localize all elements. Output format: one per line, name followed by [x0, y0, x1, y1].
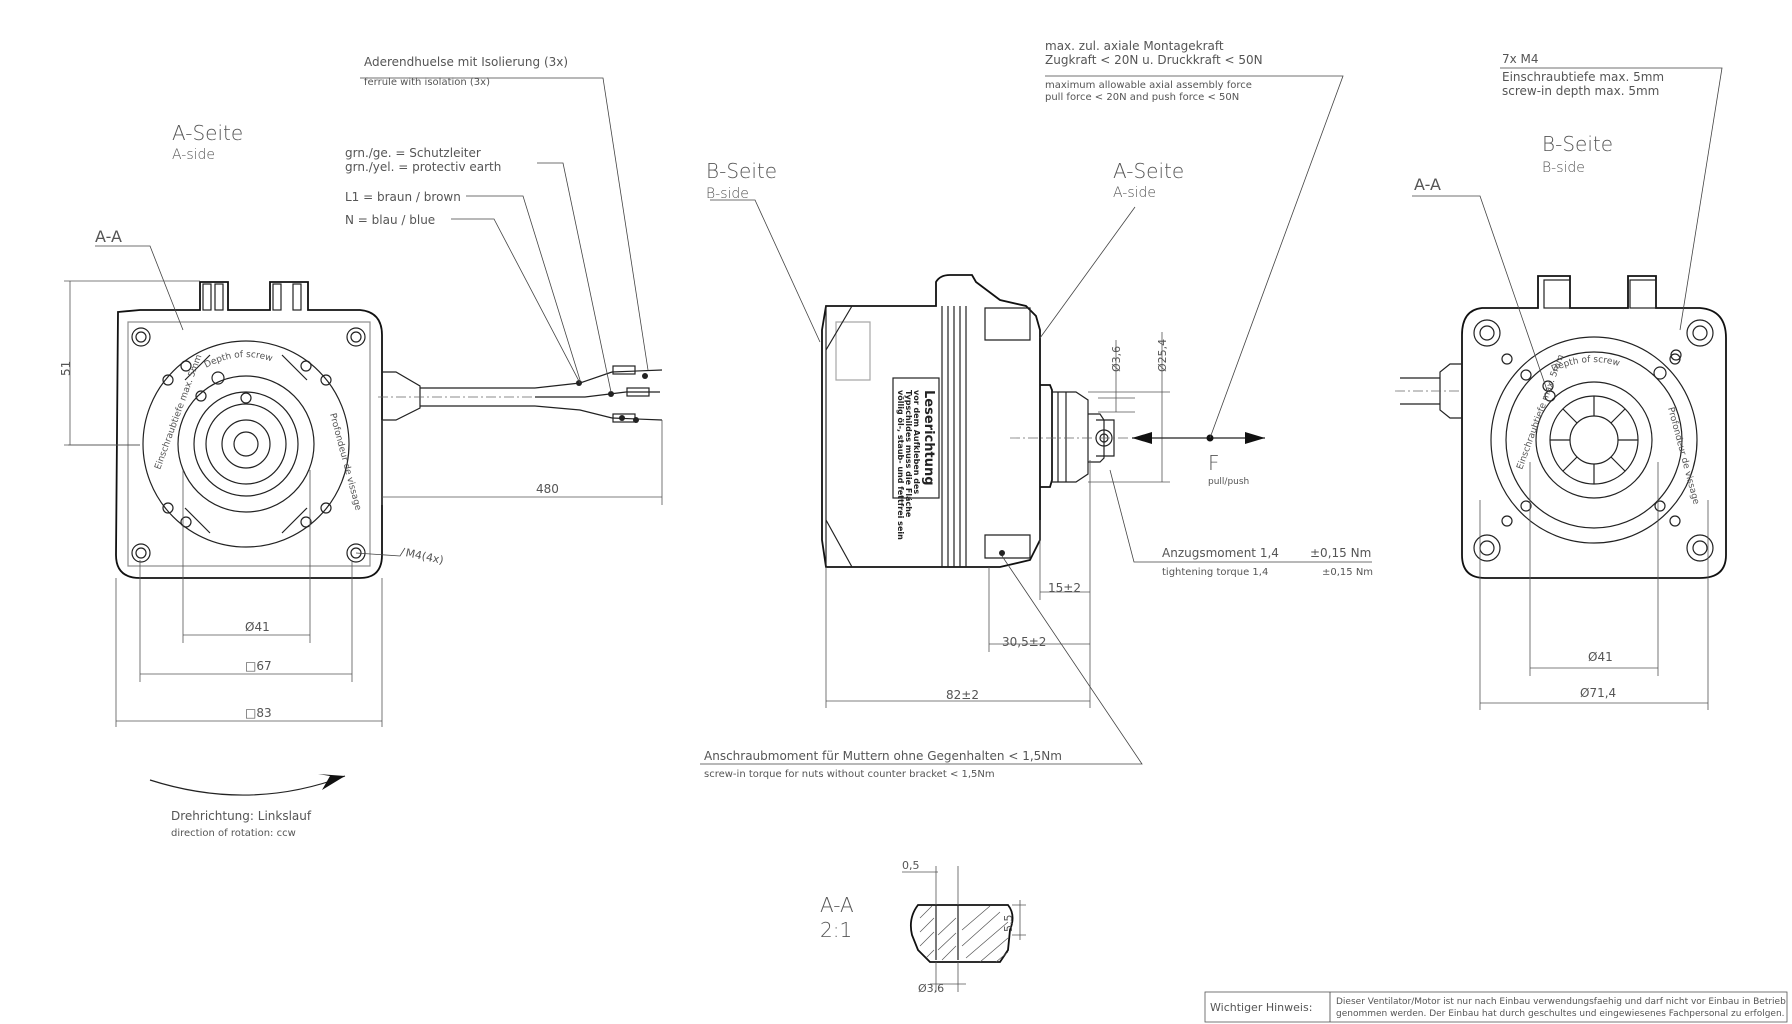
rear-side-title-en: B-side	[1542, 160, 1585, 176]
dim-rear-d714: Ø71,4	[1580, 686, 1616, 700]
nut-torque-de: Anschraubmoment für Muttern ohne Gegenha…	[704, 749, 1062, 763]
front-housing	[115, 281, 383, 579]
axial-force-en-1: maximum allowable axial assembly force	[1045, 80, 1252, 91]
wire-pe-en: grn./yel. = protectiv earth	[345, 160, 501, 174]
notice-line2: genommen werden. Der Einbau hat durch ge…	[1336, 1009, 1785, 1019]
side-body	[821, 274, 1041, 568]
force-arrow-left-icon	[1132, 432, 1152, 444]
svg-text:vor dem Aufkleben des: vor dem Aufkleben des	[912, 390, 921, 494]
torque-en-tol: ±0,15 Nm	[1322, 567, 1373, 578]
torque-de: Anzugsmoment 1,4	[1162, 546, 1279, 560]
side-b-title-en: B-side	[706, 186, 749, 202]
section-detail	[902, 866, 1026, 992]
rotation-en: direction of rotation: ccw	[171, 828, 296, 839]
rotation-de: Drehrichtung: Linkslauf	[171, 809, 312, 823]
type-label-box	[892, 377, 940, 499]
axial-force-en-2: pull force < 20N and push force < 50N	[1045, 92, 1239, 103]
notice-line1: Dieser Ventilator/Motor ist nur nach Ein…	[1336, 997, 1786, 1007]
side-a-title-de: A-Seite	[1113, 159, 1184, 183]
dim-51: 51	[59, 361, 73, 376]
dim-305: 30,5±2	[1002, 635, 1046, 649]
notice-box	[1204, 991, 1788, 1023]
dim-sq83: □83	[245, 706, 272, 720]
ferrule-label-de: Aderendhuelse mit Isolierung (3x)	[364, 55, 568, 69]
dim-front-d41: Ø41	[245, 620, 270, 634]
front-small-holes	[162, 360, 332, 528]
dim-side-d254: Ø25,4	[1156, 339, 1169, 372]
torque-de-tol: ±0,15 Nm	[1310, 546, 1371, 560]
dim-side-d36: Ø3,6	[1110, 346, 1123, 372]
ferrule-label-en: ferrule with isolation (3x)	[364, 77, 490, 88]
force-arrow-right-icon	[1245, 432, 1265, 444]
type-label-title: Leserichtung	[921, 390, 936, 486]
side-view: Leserichtung vor dem Aufkleben des Typsc…	[700, 75, 1372, 765]
side-b-title-de: B-Seite	[706, 159, 777, 183]
svg-text:völlig öl-, staub- und fettfre: völlig öl-, staub- und fettfrei sein	[896, 390, 905, 540]
nut-torque-en: screw-in torque for nuts without counter…	[704, 769, 995, 780]
dim-m4: M4(4x)	[404, 546, 444, 567]
rotation-arrow-icon	[149, 775, 346, 796]
front-side-title-de: A-Seite	[172, 121, 243, 145]
wire-pe-de: grn./ge. = Schutzleiter	[345, 146, 481, 160]
rear-section-mark: A-A	[1414, 175, 1441, 194]
dim-480: 480	[536, 482, 559, 496]
section-title: A-A	[820, 893, 854, 917]
notice-label: Wichtiger Hinweis:	[1210, 1001, 1312, 1014]
rear-screws-label: 7x M4	[1502, 52, 1539, 66]
force-symbol: F	[1208, 451, 1220, 475]
dim-15: 15±2	[1048, 581, 1081, 595]
svg-text:Typschildes muss die Fläche: Typschildes muss die Fläche	[904, 390, 913, 518]
dim-rear-d41: Ø41	[1588, 650, 1613, 664]
dim-section-55: 5,5	[1002, 915, 1015, 933]
front-side-title-en: A-side	[172, 147, 215, 163]
axial-force-de-2: Zugkraft < 20N u. Druckkraft < 50N	[1045, 53, 1263, 67]
rear-housing	[1461, 275, 1727, 579]
wire-n-label: N = blau / blue	[345, 213, 435, 227]
dim-82: 82±2	[946, 688, 979, 702]
dim-section-05: 0,5	[902, 859, 920, 872]
wire-l1-label: L1 = braun / brown	[345, 190, 461, 204]
section-scale: 2:1	[820, 918, 852, 942]
dim-section-d36: Ø3,6	[918, 982, 944, 995]
rear-screw-depth-en: screw-in depth max. 5mm	[1502, 84, 1659, 98]
front-section-mark: A-A	[95, 227, 122, 246]
torque-en: tightening torque 1,4	[1162, 567, 1268, 578]
side-a-title-en: A-side	[1113, 185, 1156, 201]
rear-screw-depth-de: Einschraubtiefe max. 5mm	[1502, 70, 1664, 84]
rear-side-title-de: B-Seite	[1542, 132, 1613, 156]
dim-sq67: □67	[245, 659, 272, 673]
force-caption: pull/push	[1208, 477, 1249, 487]
arrowhead-icon	[318, 774, 345, 790]
axial-force-de-1: max. zul. axiale Montagekraft	[1045, 39, 1224, 53]
